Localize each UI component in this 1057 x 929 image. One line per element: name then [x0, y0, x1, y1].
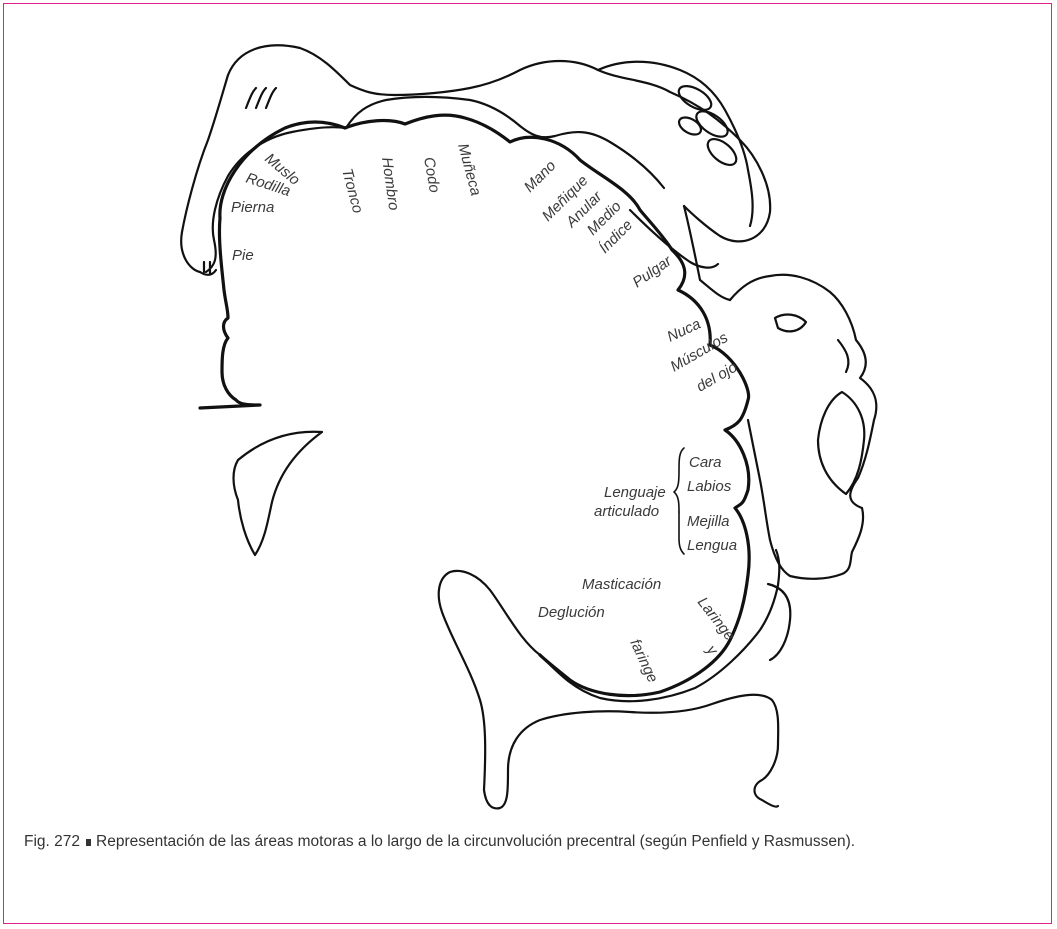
temporal-lobe-outline: [439, 571, 778, 809]
label-lengua: Lengua: [687, 537, 737, 554]
caption-text: Representación de las áreas motoras a lo…: [96, 833, 855, 850]
figure-number: Fig. 272: [24, 833, 80, 850]
homunculus-neck: [684, 206, 730, 300]
label-deglucion: Deglución: [538, 604, 605, 621]
label-codo: Codo: [420, 156, 443, 194]
homunculus-fold-marks: [246, 88, 276, 108]
bullet-square: [86, 839, 91, 846]
label-masticacion: Masticación: [582, 576, 661, 593]
figure-caption: Fig. 272 Representación de las áreas moto…: [24, 832, 924, 852]
label-pierna: Pierna: [231, 199, 274, 216]
homunculus-finger-1: [675, 81, 715, 115]
label-hombro: Hombro: [378, 156, 402, 211]
label-faringe: faringe: [626, 637, 661, 686]
homunculus-larynx: [768, 584, 790, 660]
label-laringe: Laringe: [694, 594, 738, 644]
homunculus-nose: [838, 340, 848, 372]
label-cara: Cara: [689, 454, 722, 471]
label-labios: Labios: [687, 478, 732, 495]
motor-homunculus-diagram: Muslo Tronco Hombro Codo Muñeca Rodilla …: [0, 0, 1057, 820]
homunculus-thumb: [630, 210, 718, 268]
label-pulgar: Pulgar: [630, 252, 676, 291]
label-nuca: Nuca: [665, 315, 704, 345]
bracket-upper: [674, 448, 684, 512]
label-mejilla: Mejilla: [687, 513, 730, 530]
homunculus-finger-4: [676, 114, 704, 138]
label-tronco: Tronco: [338, 167, 366, 215]
label-pie: Pie: [232, 247, 254, 264]
label-mano: Mano: [521, 157, 560, 196]
label-muneca: Muñeca: [454, 142, 484, 198]
homunculus-eye: [775, 315, 806, 332]
homunculus-hand: [598, 62, 753, 226]
label-del-ojo: del ojo: [694, 359, 741, 396]
bracket-lower: [679, 512, 684, 554]
homunculus-leg-inner: [206, 127, 346, 272]
homunculus-finger-3: [703, 134, 741, 170]
precentral-gyrus-outline: [220, 115, 749, 695]
crescent-shape: [234, 432, 323, 555]
label-articulado: articulado: [594, 503, 659, 520]
label-lenguaje: Lenguaje: [604, 484, 666, 501]
